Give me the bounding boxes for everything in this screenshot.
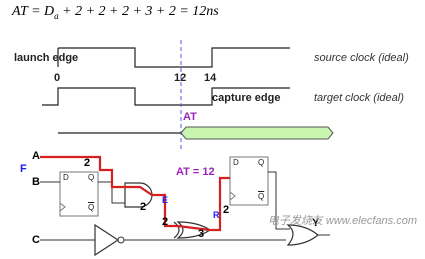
tick-12-label: 12 [174,72,187,84]
watermark: 电子发烧友 www.elecfans.com [267,215,417,227]
formula-subscript: a [54,10,59,21]
at-result-label: AT = 12 [176,166,215,178]
marker-f-label: F [20,163,27,175]
ff1-q-pin: Q [88,173,95,182]
xor-gate-back-arc [173,221,180,239]
delay-label-3: 2 [162,216,169,228]
delay-label-1: 2 [84,157,91,169]
input-a-label: A [32,150,40,162]
at-valid-bar [180,126,334,140]
at-label: AT [183,111,197,123]
capture-edge-label: capture edge [212,92,281,104]
input-c-label: C [32,234,40,246]
source-clock-label: source clock (ideal) [314,52,409,64]
delay-label-5: 2 [223,204,230,216]
ff2-q-pin: Q [258,158,265,167]
marker-e-label: E [162,195,169,205]
target-clock-label: target clock (ideal) [314,92,404,104]
ff1-qbar-pin: Q [88,203,95,212]
flip-flop-1-clock-mark [59,202,66,212]
tick-0-label: 0 [54,72,61,84]
launch-edge-label: launch edge [14,52,79,64]
source-clock-waveform [58,47,290,68]
delay-label-2: 2 [140,201,147,213]
flip-flop-2-clock-mark [229,191,236,201]
ff2-qbar-pin: Q [258,192,265,201]
critical-path [40,155,230,232]
output-gate [286,224,319,246]
inverter-gate [94,223,120,257]
flip-flop-1 [59,171,99,217]
target-clock-waveform [42,87,290,106]
flip-flop-2 [229,156,269,206]
inverter-bubble [117,236,125,244]
input-b-label: B [32,176,40,188]
marker-r-label: R [213,210,220,220]
arrival-time-formula: AT = Da + 2 + 2 + 2 + 3 + 2 = 12ns [12,4,219,21]
formula-lhs: AT = D [12,4,55,19]
ff2-d-pin: D [233,158,239,167]
and-gate [124,182,153,208]
tick-14-label: 14 [204,72,217,84]
delay-label-4: 3 [198,228,205,240]
formula-rhs: + 2 + 2 + 2 + 3 + 2 = 12ns [58,4,219,19]
output-y-label: Y [312,217,320,229]
ff1-d-pin: D [63,173,69,182]
